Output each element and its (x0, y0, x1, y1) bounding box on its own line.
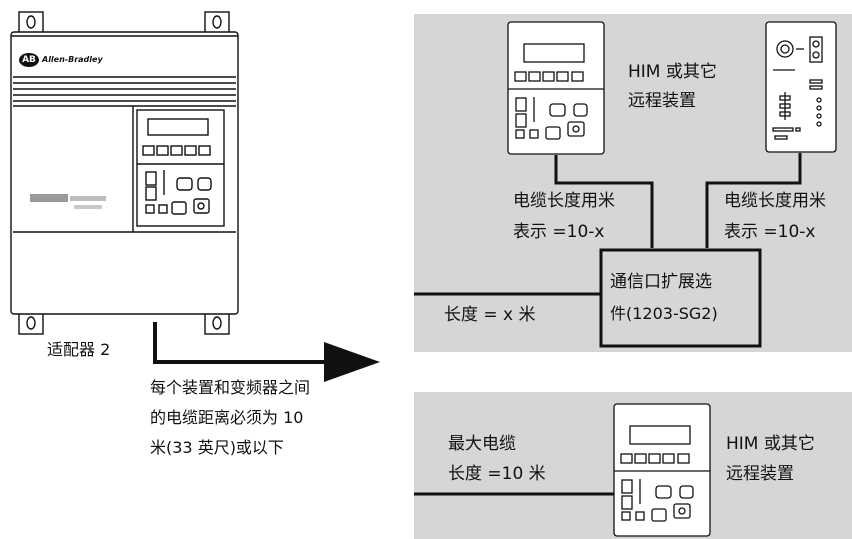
expansion-box (599, 248, 762, 348)
top-device-label-line-2: 远程装置 (628, 91, 696, 111)
note-line-2: 的电缆距离必须为 10 (150, 408, 304, 427)
drive-model-label (30, 194, 106, 209)
mounting-tab-top-left (18, 11, 44, 35)
top-panel-cables (414, 153, 802, 296)
note-line-3: 米(33 英尺)或以下 (150, 438, 284, 457)
top-device-label-line-1: HIM 或其它 (628, 62, 717, 82)
bottom-device-label-line-2: 远程装置 (726, 464, 794, 484)
drive-logo-text: AB (22, 55, 36, 65)
expansion-label-line-2: 件(1203-SG2) (610, 304, 718, 323)
cable-right-line-1: 电缆长度用米 (724, 191, 826, 211)
him-device-top (507, 21, 605, 155)
drive-cable-arrow (153, 322, 380, 382)
allen-bradley-logo-icon (19, 53, 39, 67)
drive-adapter-label: 适配器 2 (47, 340, 111, 359)
remote-device-top (765, 21, 837, 153)
mounting-tab-bottom-right (204, 311, 230, 335)
cable-left-line-2: 表示 =10-x (513, 222, 605, 242)
drive-unit (10, 11, 239, 335)
length-label: 长度 = x 米 (444, 305, 536, 325)
max-cable-line-2: 长度 =10 米 (448, 464, 546, 484)
drive-brand: Allen-Bradley (42, 55, 103, 64)
cable-right-line-2: 表示 =10-x (724, 222, 816, 242)
mounting-tab-top-right (204, 11, 230, 35)
bottom-device-label-line-1: HIM 或其它 (726, 434, 815, 454)
him-device-bottom (613, 403, 711, 537)
cable-left-line-1: 电缆长度用米 (513, 191, 615, 211)
max-cable-line-1: 最大电缆 (448, 434, 516, 454)
note-line-1: 每个装置和变频器之间 (150, 378, 311, 397)
mounting-tab-bottom-left (18, 311, 44, 335)
expansion-label-line-1: 通信口扩展选 (610, 272, 712, 292)
